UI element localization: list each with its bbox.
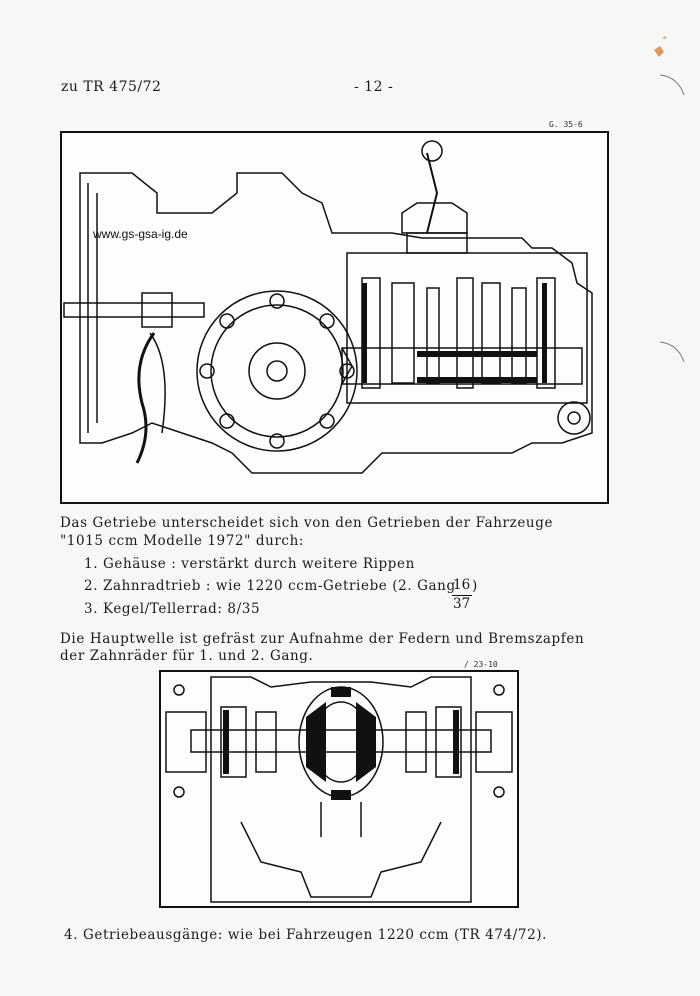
list-item-number: 1. bbox=[84, 556, 99, 572]
transmission-figure: www.gs-gsa-ig.de bbox=[60, 131, 609, 504]
fraction-denominator: 37 bbox=[453, 596, 471, 612]
document-reference: zu TR 475/72 bbox=[61, 79, 162, 95]
list-item-3: 3. Kegel/Tellerrad: 8/35 bbox=[84, 601, 260, 618]
fraction-close: ) bbox=[472, 578, 478, 594]
gear-ratio-fraction: 16 37 bbox=[452, 577, 472, 613]
differential-figure bbox=[159, 670, 519, 908]
list-item-4: 4. Getriebeausgänge: wie bei Fahrzeugen … bbox=[64, 927, 547, 944]
list-item-text: Zahnradtrieb : wie 1220 ccm-Getriebe (2.… bbox=[103, 578, 456, 594]
watermark-url: www.gs-gsa-ig.de bbox=[93, 227, 188, 241]
intro-line-1: Das Getriebe unterscheidet sich von den … bbox=[60, 515, 554, 531]
paragraph-line-2: der Zahnräder für 1. und 2. Gang. bbox=[60, 648, 314, 664]
list-item-1: 1. Gehäuse : verstärkt durch weitere Rip… bbox=[84, 556, 415, 573]
margin-marks bbox=[654, 36, 685, 363]
page-number: - 12 - bbox=[354, 79, 394, 95]
list-item-text: Gehäuse : verstärkt durch weitere Rippen bbox=[103, 556, 415, 572]
figure-bottom-label: / 23-10 bbox=[464, 660, 498, 669]
transmission-cross-section bbox=[63, 140, 593, 474]
figure-top-label: G. 35-6 bbox=[549, 120, 583, 129]
list-item-text: Kegel/Tellerrad: 8/35 bbox=[103, 601, 261, 617]
paragraph-line-1: Die Hauptwelle ist gefräst zur Aufnahme … bbox=[60, 631, 585, 647]
list-item-2: 2. Zahnradtrieb : wie 1220 ccm-Getriebe … bbox=[84, 578, 456, 595]
fraction-bar bbox=[452, 595, 472, 596]
list-item-number: 4. bbox=[64, 927, 79, 943]
list-item-number: 2. bbox=[84, 578, 99, 594]
differential-cross-section bbox=[165, 676, 513, 903]
intro-line-2: "1015 ccm Modelle 1972" durch: bbox=[60, 533, 305, 549]
list-item-text: Getriebeausgänge: wie bei Fahrzeugen 122… bbox=[83, 927, 548, 943]
fraction-numerator: 16 bbox=[453, 577, 471, 593]
list-item-number: 3. bbox=[84, 601, 99, 617]
